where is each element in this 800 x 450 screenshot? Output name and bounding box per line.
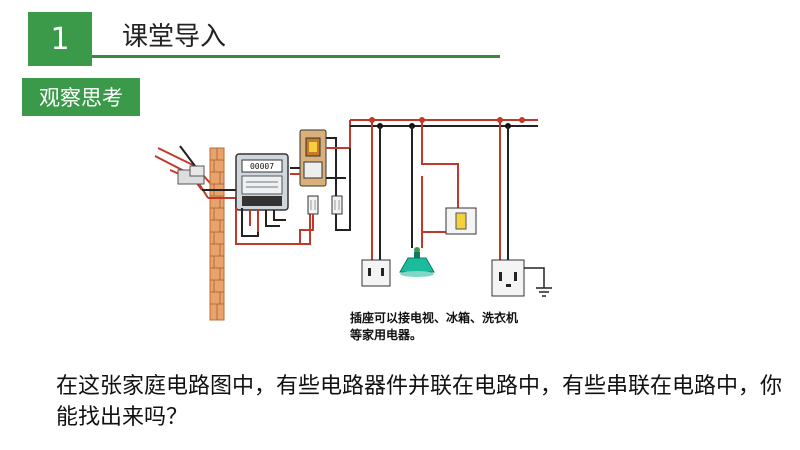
diagram-caption-line2: 等家用电器。 — [349, 327, 422, 342]
fuse-pair — [307, 195, 343, 215]
meter-wiring — [235, 208, 311, 245]
household-circuit-diagram: 00007 — [154, 117, 552, 342]
observe-think-label: 观察思考 — [39, 86, 123, 110]
brick-wall — [209, 147, 225, 321]
pendant-lamp — [399, 247, 435, 277]
section-title: 课堂导入 — [122, 22, 227, 52]
section-number: 1 — [28, 12, 92, 66]
diagram-caption-line1: 插座可以接电视、冰箱、洗衣机 — [350, 310, 518, 325]
main-switch-wiring — [290, 120, 351, 244]
service-insulator — [177, 165, 205, 185]
ground-wire — [524, 267, 552, 297]
right-socket — [491, 259, 525, 297]
electricity-meter: 00007 — [235, 153, 289, 211]
light-switch — [445, 207, 477, 235]
title-underline — [92, 55, 500, 58]
question-text: 在这张家庭电路图中，有些电路器件并联在电路中，有些串联在电路中，你能找出来吗？ — [56, 374, 783, 430]
section-number-text: 1 — [50, 21, 70, 57]
observe-think-tag: 观察思考 — [22, 78, 140, 116]
bus-junctions — [369, 117, 525, 129]
branch-wiring — [371, 120, 509, 260]
main-switch — [299, 129, 327, 187]
left-socket — [361, 259, 391, 287]
meter-display: 00007 — [250, 162, 274, 171]
